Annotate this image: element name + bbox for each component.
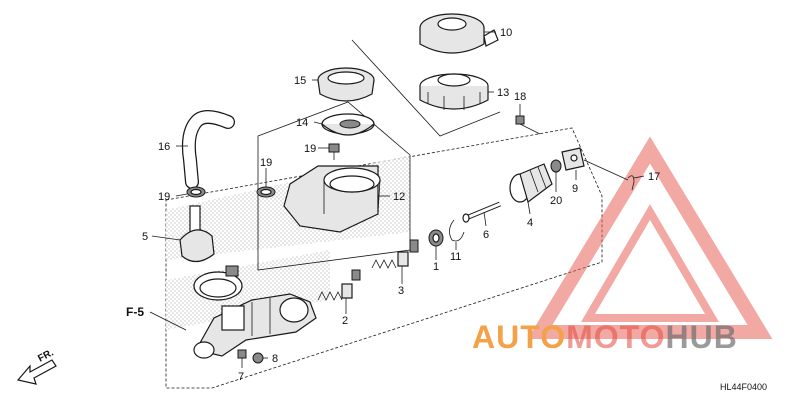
part-1-seal — [428, 229, 444, 247]
part-18-bolt — [515, 115, 541, 135]
master-cylinder-body — [193, 293, 317, 359]
callout-20: 19 — [304, 143, 316, 155]
callout-11: 11 — [450, 251, 461, 263]
callout-3: 3 — [398, 285, 404, 297]
callout-15: 15 — [294, 75, 306, 87]
part-12-reservoir-body — [283, 165, 381, 233]
callout-14: 14 — [296, 117, 308, 129]
part-10-reservoir-cap — [419, 13, 499, 54]
part-4-boot — [509, 163, 553, 204]
callout-19-lower: 19 — [158, 191, 170, 203]
watermark-hub: HUB — [665, 319, 737, 355]
part-15-diaphragm — [317, 67, 375, 102]
callout-8: 8 — [272, 353, 278, 365]
part-14-float — [321, 113, 375, 136]
watermark-auto: AUTO — [472, 319, 566, 355]
callout-17: 17 — [648, 171, 660, 183]
part-5-boot — [179, 205, 215, 263]
callout-5: 5 — [142, 231, 148, 243]
hatched-panel-lower — [166, 250, 330, 330]
part-8-nut — [252, 352, 264, 364]
hose-clamp — [193, 265, 243, 301]
part-11-circlip — [449, 219, 465, 242]
assembly-frame — [165, 127, 603, 389]
figure-reference: F-5 — [126, 305, 144, 319]
callout-18: 18 — [514, 91, 526, 103]
reservoir-frame — [257, 101, 411, 271]
callout-6: 6 — [483, 229, 489, 241]
part-3-piston-spring — [351, 239, 419, 281]
part-21-nut — [550, 159, 562, 173]
callout-4: 4 — [527, 217, 533, 229]
part-17-cotter-pin — [627, 175, 635, 191]
part-9-clevis — [561, 147, 585, 171]
callout-19-upper: 19 — [260, 157, 272, 169]
callout-9: 9 — [572, 183, 578, 195]
callout-16: 16 — [158, 141, 170, 153]
part-19-clip-lower — [186, 186, 206, 198]
callout-21: 20 — [550, 195, 562, 207]
part-2-piston-spring — [317, 283, 353, 301]
part-13-diaphragm-plate — [419, 73, 489, 110]
part-20-bolt — [328, 143, 340, 160]
callout-12: 12 — [393, 191, 405, 203]
callout-13: 13 — [497, 87, 509, 99]
drawing-code: HL44F0400 — [720, 382, 767, 392]
watermark-text: AUTOMOTOHUB — [472, 319, 738, 355]
part-19-clip-upper — [256, 186, 276, 198]
part-6-push-rod — [462, 201, 501, 223]
front-direction-arrow: FR. — [16, 347, 57, 385]
callout-7: 7 — [238, 371, 244, 383]
watermark-moto: MOTO — [566, 319, 665, 355]
part-7-bolt — [237, 349, 247, 359]
callout-10: 10 — [500, 27, 512, 39]
cap-frame — [351, 39, 501, 137]
watermark-triangle — [527, 136, 773, 339]
callout-2: 2 — [342, 315, 348, 327]
callout-1: 1 — [433, 261, 439, 273]
leader-lines — [149, 31, 645, 368]
part-16-hose — [181, 110, 235, 189]
